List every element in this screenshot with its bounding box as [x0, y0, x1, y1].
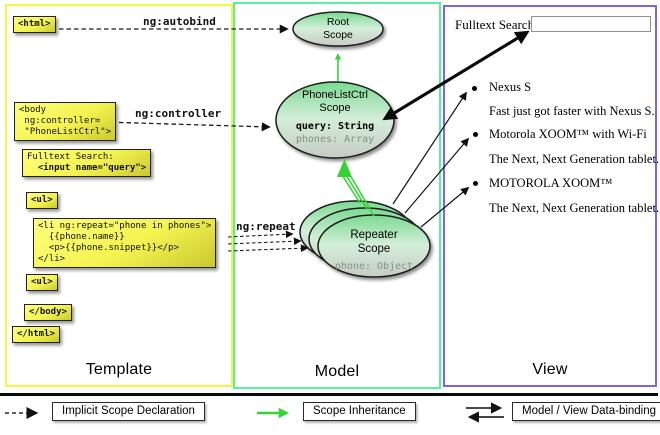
ng-repeat-label: ng:repeat — [236, 220, 296, 233]
html-open-tag-box: <html> — [13, 16, 56, 33]
phonelistctrl-scope-text: PhoneListCtrl Scope query: String phones… — [276, 89, 394, 146]
search-template-box: Fulltext Search: <input name="query"> — [22, 149, 152, 177]
ul-open-tag-box: <ul> — [26, 192, 58, 209]
legend-scope-inheritance: Scope Inheritance — [303, 402, 416, 421]
ng-autobind-label: ng:autobind — [143, 15, 216, 28]
phone-item-desc: The Next, Next Generation tablet. — [489, 152, 660, 166]
body-close-tag-box: </body> — [24, 304, 72, 321]
body-open-tag-box: <body ng:controller= "PhoneListCtrl"> — [14, 102, 117, 141]
search-template-line1: Fulltext Search: — [27, 152, 114, 162]
li-repeat-box: <li ng:repeat="phone in phones"> {{phone… — [33, 218, 217, 268]
list-bullet — [473, 181, 478, 186]
ul-close-tag-box: <ul> — [26, 274, 58, 291]
list-bullet — [473, 132, 478, 137]
phone-item-title: Motorola XOOM™ with Wi-Fi — [489, 127, 647, 141]
legend-implicit-scope: Implicit Scope Declaration — [52, 402, 205, 421]
fulltext-search-label: Fulltext Search: — [455, 17, 538, 32]
phone-item-title: MOTOROLA XOOM™ — [489, 176, 613, 190]
view-column-label: View — [532, 361, 568, 378]
legend-separator — [0, 393, 658, 396]
html-close-tag-box: </html> — [12, 326, 60, 343]
template-column-label: Template — [85, 361, 153, 378]
legend-data-binding: Model / View Data-binding — [512, 402, 660, 421]
phone-item-desc: The Next, Next Generation tablet. — [489, 201, 660, 215]
model-column: Model — [233, 2, 441, 389]
search-template-line2: <input name="query"> — [37, 163, 147, 173]
phone-item-title: Nexus S — [489, 80, 532, 94]
phone-property: phone: Object — [334, 261, 414, 272]
fulltext-search-input[interactable] — [531, 16, 651, 32]
query-property: query: String — [295, 121, 375, 132]
list-bullet — [472, 86, 477, 91]
root-scope-title: Root Scope — [323, 16, 353, 41]
phones-property: phones: Array — [295, 133, 375, 145]
repeater-scope-text: Repeater Scope phone: Object — [318, 229, 430, 274]
model-column-label: Model — [314, 363, 360, 380]
phone-item-desc: Fast just got faster with Nexus S. — [489, 104, 655, 118]
ng-controller-label: ng:controller — [135, 107, 222, 120]
view-column: View — [443, 5, 657, 387]
